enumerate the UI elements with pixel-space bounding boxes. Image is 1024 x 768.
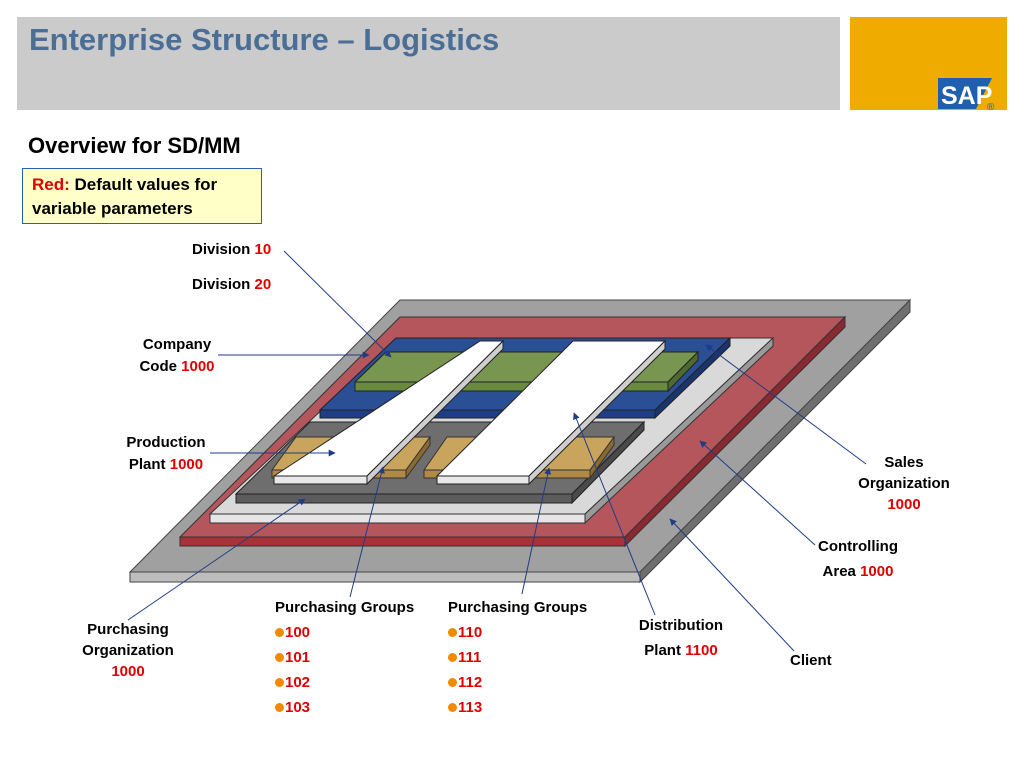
legend-text: Default values for variable parameters (32, 175, 218, 218)
arrow-client (669, 518, 795, 652)
list-item: 101 (275, 645, 414, 670)
bullet-icon (448, 653, 457, 662)
arrow-purchasing-org (127, 498, 306, 621)
label-sales-organization: Sales Organization 1000 (858, 454, 950, 513)
legend-key: Red: (32, 175, 70, 194)
list-item: 110 (448, 620, 587, 645)
page-title: Enterprise Structure – Logistics (29, 22, 500, 57)
label-distribution-plant: Distribution Plant 1100 (638, 617, 724, 659)
arrow-division-10 (283, 250, 392, 358)
sap-logo: SAP ® (850, 17, 1007, 113)
list-item: 112 (448, 670, 587, 695)
label-division-20: Division 20 (192, 276, 272, 293)
purchasing-groups-list-2: Purchasing Groups 110 111 112 113 (448, 595, 587, 720)
label-company-code: Company Code 1000 (139, 336, 215, 375)
list-item: 100 (275, 620, 414, 645)
subtitle: Overview for SD/MM (28, 133, 241, 158)
bullet-icon (275, 678, 284, 687)
sap-logo-text: SAP (941, 82, 992, 110)
bullet-icon (275, 653, 284, 662)
purchasing-groups-list-1: Purchasing Groups 100 101 102 103 (275, 595, 414, 720)
bullet-icon (275, 628, 284, 637)
bullet-icon (448, 678, 457, 687)
arrow-purchasing-groups-2 (521, 467, 552, 595)
label-division-10: Division 10 (192, 241, 272, 258)
arrow-sales-org (705, 344, 867, 465)
arrow-controlling-area (699, 440, 816, 546)
list-item: 102 (275, 670, 414, 695)
label-controlling-area: Controlling Area 1000 (818, 538, 898, 580)
bullet-icon (275, 703, 284, 712)
bullet-icon (448, 628, 457, 637)
arrow-distribution-plant (573, 412, 656, 616)
arrow-purchasing-groups-1 (349, 466, 385, 598)
label-purchasing-organization: Purchasing Organization 1000 (82, 621, 174, 680)
list-item: 111 (448, 645, 587, 670)
list-item: 113 (448, 695, 587, 720)
legend-box: Red: Default values for variable paramet… (22, 168, 262, 224)
purchasing-organization-slabs (272, 339, 667, 486)
label-client: Client (790, 652, 832, 669)
label-production-plant: Production Plant 1000 (126, 434, 206, 473)
bullet-icon (448, 703, 457, 712)
leader-arrows (127, 250, 867, 652)
list-item: 103 (275, 695, 414, 720)
registered-mark: ® (987, 102, 995, 110)
header-bar (17, 17, 840, 110)
